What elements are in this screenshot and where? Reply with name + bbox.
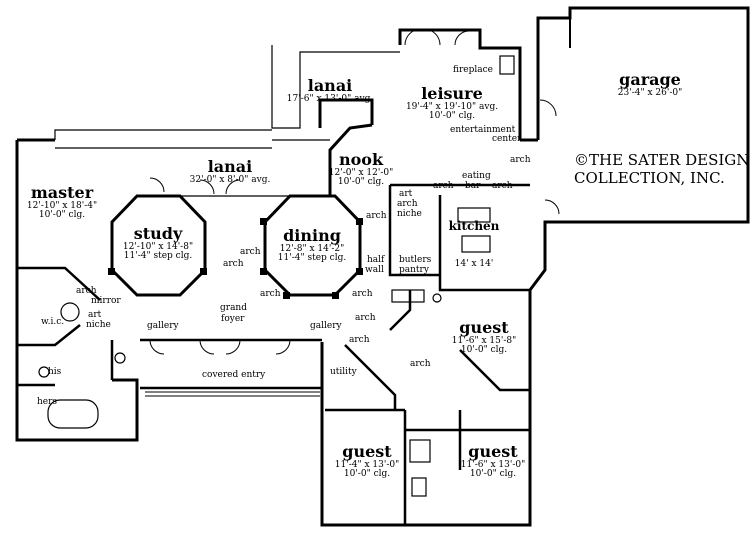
label-arch-gallery: arch (355, 313, 376, 323)
door-swings (149, 28, 560, 355)
room-dims: 17'-6" x 13'-0" avg. (286, 93, 374, 104)
room-ceiling: 10'-0" clg. (337, 177, 385, 188)
room-dining: dining 12'-8" x 14'-2" 11'-4" step clg. (277, 226, 347, 264)
label-arch-master: arch (76, 286, 97, 296)
label-art-master: art (88, 310, 102, 320)
garage-walls (536, 6, 750, 224)
foyer-lines (145, 391, 320, 397)
label-eating: eating (462, 171, 491, 181)
label-bar: bar (465, 181, 481, 191)
room-name: garage (619, 70, 681, 89)
label-niche-nook: niche (397, 209, 422, 219)
copyright-line-1: ©THE SATER DESIGN (574, 151, 750, 169)
copyright-line-2: COLLECTION, INC. (574, 169, 725, 187)
room-ceiling: 10'-0" clg. (38, 210, 86, 221)
room-name: guest (342, 442, 392, 461)
room-dims: 11'-6" x 15'-8" (451, 335, 517, 346)
room-name: guest (468, 442, 518, 461)
room-name: leisure (421, 84, 483, 103)
room-guest-3: guest 11'-6" x 13'-0" 10'-0" clg. (460, 442, 526, 480)
interior-walls (17, 183, 530, 525)
room-dims: 12'-10" x 14'-8" (122, 241, 194, 252)
room-ceiling: 10'-0" clg. (469, 469, 517, 480)
room-nook: nook 12'-0" x 12'-0" 10'-0" clg. (328, 150, 394, 188)
label-arch-dining-b: arch (352, 289, 373, 299)
room-dims: 12'-8" x 14'-2" (279, 243, 345, 254)
room-ceiling: 11'-4" step clg. (123, 251, 193, 262)
room-ceiling: 10'-0" clg. (428, 111, 476, 122)
study-octagon (110, 194, 207, 297)
room-dims: 12'-0" x 12'-0" (328, 167, 394, 178)
label-arch-leisure: arch (510, 155, 531, 165)
room-dims: 23'-4" x 26'-0" (617, 87, 683, 98)
room-leisure: leisure 19'-4" x 19'-10" avg. 10'-0" clg… (405, 84, 499, 122)
label-arch-kitchen-right: arch (492, 181, 513, 191)
label-wic: w.i.c. (41, 317, 65, 327)
room-ceiling: 11'-4" step clg. (277, 253, 347, 264)
label-covered-entry: covered entry (202, 370, 266, 380)
room-name: master (30, 183, 94, 202)
label-butlers: butlers (399, 255, 432, 265)
label-foyer: foyer (221, 314, 245, 324)
label-art-nook: art (399, 189, 413, 199)
room-kitchen-dims: 14' x 14' (454, 259, 494, 269)
room-name: dining (283, 226, 341, 245)
room-master: master 12'-10" x 18'-4" 10'-0" clg. (26, 183, 98, 221)
label-arch-nook: arch (397, 199, 418, 209)
label-gallery-right: gallery (310, 321, 342, 331)
copyright-notice: ©THE SATER DESIGN COLLECTION, INC. (574, 151, 749, 187)
room-name: lanai (307, 76, 353, 95)
label-utility: utility (330, 367, 357, 377)
room-dims: 19'-4" x 19'-10" avg. (405, 101, 499, 112)
label-mirror: mirror (91, 296, 121, 306)
room-name: kitchen (448, 219, 500, 233)
label-arch-kitchen-left: arch (433, 181, 454, 191)
room-study: study 12'-10" x 14'-8" 11'-4" step clg. (122, 224, 194, 262)
room-name: nook (338, 150, 384, 169)
label-fireplace: fireplace (453, 65, 494, 75)
room-dims: 11'-4" x 13'-0" (334, 459, 400, 470)
label-arch-dining-a: arch (260, 289, 281, 299)
room-dims: 12'-10" x 18'-4" (26, 200, 98, 211)
label-arch-guest: arch (410, 359, 431, 369)
label-niche-master: niche (86, 320, 111, 330)
label-arch-study: arch (223, 259, 244, 269)
room-kitchen: kitchen (449, 220, 500, 233)
label-grand: grand (220, 303, 247, 313)
label-his: his (48, 367, 62, 377)
columns (108, 218, 363, 299)
label-entertainment: entertainment (450, 125, 516, 135)
room-guest-2: guest 11'-4" x 13'-0" 10'-0" clg. (334, 442, 400, 480)
room-name: lanai (207, 157, 253, 176)
label-arch-dining-right: arch (366, 211, 387, 221)
room-name: study (133, 224, 183, 243)
room-garage: garage 23'-4" x 26'-0" (617, 70, 683, 98)
room-lanai-top: lanai 17'-6" x 13'-0" avg. (286, 76, 374, 104)
label-wall: wall (365, 265, 384, 275)
room-guest-1: guest 11'-6" x 15'-8" 10'-0" clg. (451, 318, 517, 356)
room-lanai-main: lanai 32'-0" x 8'-0" avg. (189, 157, 271, 185)
room-dims: 32'-0" x 8'-0" avg. (189, 174, 271, 185)
label-pantry: pantry (399, 265, 429, 275)
fixtures (38, 55, 515, 497)
label-gallery-left: gallery (147, 321, 179, 331)
room-dims: 11'-6" x 13'-0" (460, 459, 526, 470)
exterior-walls (15, 28, 575, 527)
room-ceiling: 10'-0" clg. (343, 469, 391, 480)
label-arch-dining-left: arch (240, 247, 261, 257)
label-half: half (367, 255, 385, 265)
label-center: center (492, 134, 522, 144)
label-hers: hers (37, 397, 58, 407)
room-ceiling: 10'-0" clg. (460, 345, 508, 356)
label-arch-hall: arch (349, 335, 370, 345)
room-dims: 14' x 14' (454, 259, 494, 269)
room-name: guest (459, 318, 509, 337)
